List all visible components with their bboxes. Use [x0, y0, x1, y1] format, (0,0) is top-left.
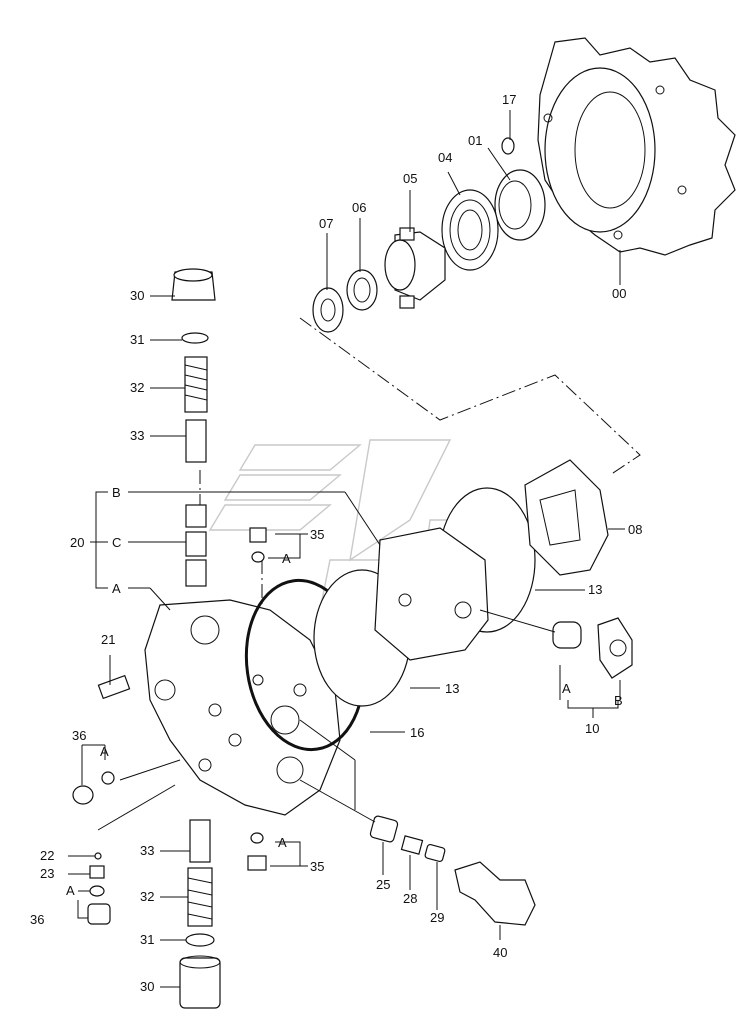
- label-part-36-bottom: 36: [30, 912, 44, 927]
- label-part-01: 01: [468, 133, 482, 148]
- label-letter-a-36-top: A: [100, 744, 109, 759]
- part-pin-33-top: [185, 419, 207, 463]
- part-oring-17: [501, 137, 515, 155]
- part-oring-36a: [101, 771, 115, 785]
- part-oring-31-bottom: [185, 933, 215, 947]
- label-part-36-top: 36: [72, 728, 86, 743]
- label-part-10: 10: [585, 721, 599, 736]
- part-labels: 00 01 04 05 06 07 17 08 13 13 16 10 30 3…: [30, 92, 642, 994]
- label-part-16: 16: [410, 725, 424, 740]
- label-letter-b-10: B: [614, 693, 623, 708]
- label-part-33-bottom: 33: [140, 843, 154, 858]
- label-part-22: 22: [40, 848, 54, 863]
- part-oring-35-top: [251, 551, 265, 563]
- part-bearing-04: [441, 189, 499, 271]
- part-25: [369, 815, 399, 843]
- leader-lines: [68, 110, 625, 988]
- label-part-32-bottom: 32: [140, 889, 154, 904]
- label-part-30-bottom: 30: [140, 979, 154, 994]
- label-part-05: 05: [403, 171, 417, 186]
- part-plug-35-top: [249, 527, 267, 543]
- part-oring-35-bottom: [250, 832, 264, 844]
- label-part-07: 07: [319, 216, 333, 231]
- label-part-40: 40: [493, 945, 507, 960]
- part-plug-35-bottom: [247, 855, 267, 871]
- part-plug-40: [454, 861, 536, 926]
- label-part-04: 04: [438, 150, 452, 165]
- label-part-21: 21: [101, 632, 115, 647]
- part-bolt-21: [97, 674, 131, 700]
- part-coupling-05: [384, 227, 446, 309]
- part-10-b: [597, 617, 633, 679]
- part-bearing-07: [312, 287, 344, 333]
- part-plug-23: [89, 865, 105, 879]
- part-seal-01: [494, 169, 546, 241]
- label-part-35-top: 35: [310, 527, 324, 542]
- part-valve-body: [144, 599, 341, 816]
- part-plug-36-bottom: [87, 903, 111, 925]
- part-spring-32-top: [184, 356, 208, 413]
- label-letter-a-35-top: A: [282, 551, 291, 566]
- label-letter-a-10: A: [562, 681, 571, 696]
- label-part-17: 17: [502, 92, 516, 107]
- label-part-29: 29: [430, 910, 444, 925]
- label-letter-b-20: B: [112, 485, 121, 500]
- label-part-06: 06: [352, 200, 366, 215]
- label-letter-a-20: A: [112, 581, 121, 596]
- part-spool-20: [185, 504, 207, 587]
- part-cylinder-block: [374, 527, 489, 661]
- label-part-13-left: 13: [445, 681, 459, 696]
- label-part-31-top: 31: [130, 332, 144, 347]
- part-ring-06: [346, 269, 378, 311]
- part-spring-32-bottom: [187, 867, 213, 927]
- letter-labels: B C A A A A A A B: [66, 485, 623, 898]
- part-29: [424, 843, 446, 863]
- part-spring-28: [400, 835, 424, 855]
- label-part-31-bottom: 31: [140, 932, 154, 947]
- label-part-30-top: 30: [130, 288, 144, 303]
- label-part-28: 28: [403, 891, 417, 906]
- label-part-32-top: 32: [130, 380, 144, 395]
- part-oring-31-top: [181, 332, 209, 344]
- label-letter-a-36-bottom: A: [66, 883, 75, 898]
- label-part-25: 25: [376, 877, 390, 892]
- label-letter-a-35-bottom: A: [278, 835, 287, 850]
- part-plate-08: [524, 459, 609, 576]
- label-part-13-right: 13: [588, 582, 602, 597]
- label-part-33-top: 33: [130, 428, 144, 443]
- part-oring-36b: [89, 885, 105, 897]
- label-part-20: 20: [70, 535, 84, 550]
- label-part-08: 08: [628, 522, 642, 537]
- part-pin-33-bottom: [189, 819, 211, 863]
- label-letter-c-20: C: [112, 535, 121, 550]
- part-10-a: [552, 621, 582, 649]
- part-plug-36-top: [72, 785, 94, 805]
- part-ball-22: [94, 852, 102, 860]
- part-plug-30-bottom: [179, 955, 221, 1009]
- label-part-23: 23: [40, 866, 54, 881]
- label-part-00: 00: [612, 286, 626, 301]
- part-housing-00: [537, 37, 736, 256]
- part-plug-30-top: [171, 268, 216, 301]
- label-part-35-bottom: 35: [310, 859, 324, 874]
